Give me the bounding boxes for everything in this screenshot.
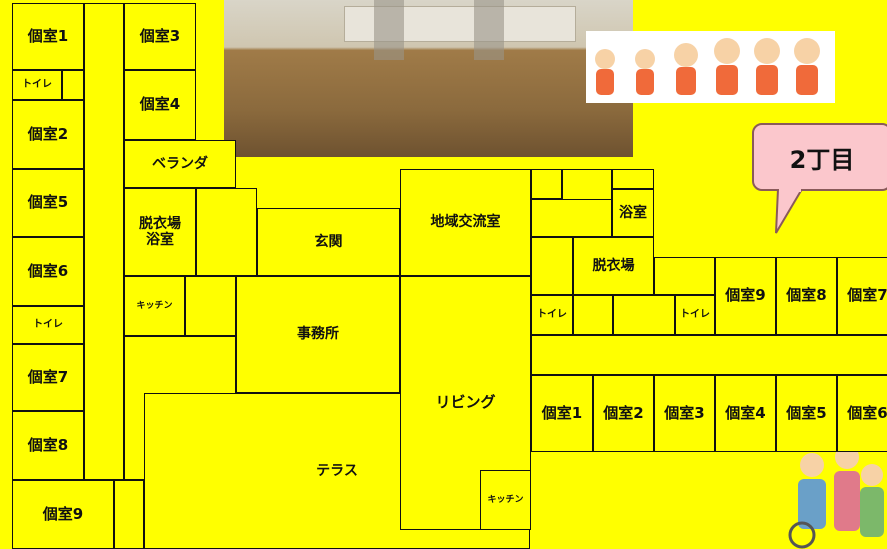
toilet-2: トイレ — [12, 306, 84, 344]
right-small-5 — [531, 237, 573, 295]
toilet-right-b: トイレ — [675, 295, 715, 335]
exercise-seniors-illustration — [586, 31, 835, 103]
room-r1-right: 個室1 — [531, 375, 593, 452]
veranda: ベランダ — [124, 140, 236, 188]
room-r8-right: 個室8 — [776, 257, 837, 335]
area-label-bubble: 2丁目 — [752, 123, 887, 191]
room-r9-left: 個室9 — [12, 480, 114, 549]
passage-left — [114, 480, 144, 549]
room-r3-right: 個室3 — [654, 375, 715, 452]
room-r7: 個室7 — [12, 344, 84, 411]
kitchen-center: キッチン — [480, 470, 531, 530]
right-small-6 — [573, 295, 613, 335]
toilet-right-a: トイレ — [531, 295, 573, 335]
room-r5: 個室5 — [12, 169, 84, 237]
room-r6: 個室6 — [12, 237, 84, 306]
right-small-7 — [613, 295, 675, 335]
room-r4: 個室4 — [124, 70, 196, 140]
room-r1: 個室1 — [12, 3, 84, 70]
kitchen-left-side — [185, 276, 236, 336]
toilet-1-side — [62, 70, 84, 100]
room-r2: 個室2 — [12, 100, 84, 169]
dressing-right: 脱衣場 — [573, 237, 654, 295]
dressing-bath-left: 脱衣場 浴室 — [124, 188, 196, 276]
right-small-4 — [531, 199, 612, 237]
entrance: 玄関 — [257, 208, 400, 276]
storage-left — [196, 188, 257, 276]
seniors-group-illustration — [772, 425, 887, 549]
community-room: 地域交流室 — [400, 169, 531, 276]
room-r8: 個室8 — [12, 411, 84, 480]
right-small-3 — [612, 169, 654, 189]
dining-room-photo — [224, 0, 633, 157]
bath-right: 浴室 — [612, 189, 654, 237]
room-r2-right: 個室2 — [593, 375, 654, 452]
room-r5-right: 個室5 — [776, 375, 837, 452]
toilet-1: トイレ — [12, 70, 62, 100]
kitchen-left: キッチン — [124, 276, 185, 336]
room-r3: 個室3 — [124, 3, 196, 70]
right-small-1 — [531, 169, 562, 199]
right-small-8 — [654, 257, 715, 295]
room-r4-right: 個室4 — [715, 375, 776, 452]
room-r7-right: 個室7 — [837, 257, 887, 335]
bubble-tail-icon — [775, 189, 804, 234]
room-r6-right: 個室6 — [837, 375, 887, 452]
office: 事務所 — [236, 276, 400, 393]
room-r9-right: 個室9 — [715, 257, 776, 335]
corridor-right — [531, 335, 887, 375]
corridor-left — [84, 3, 124, 480]
